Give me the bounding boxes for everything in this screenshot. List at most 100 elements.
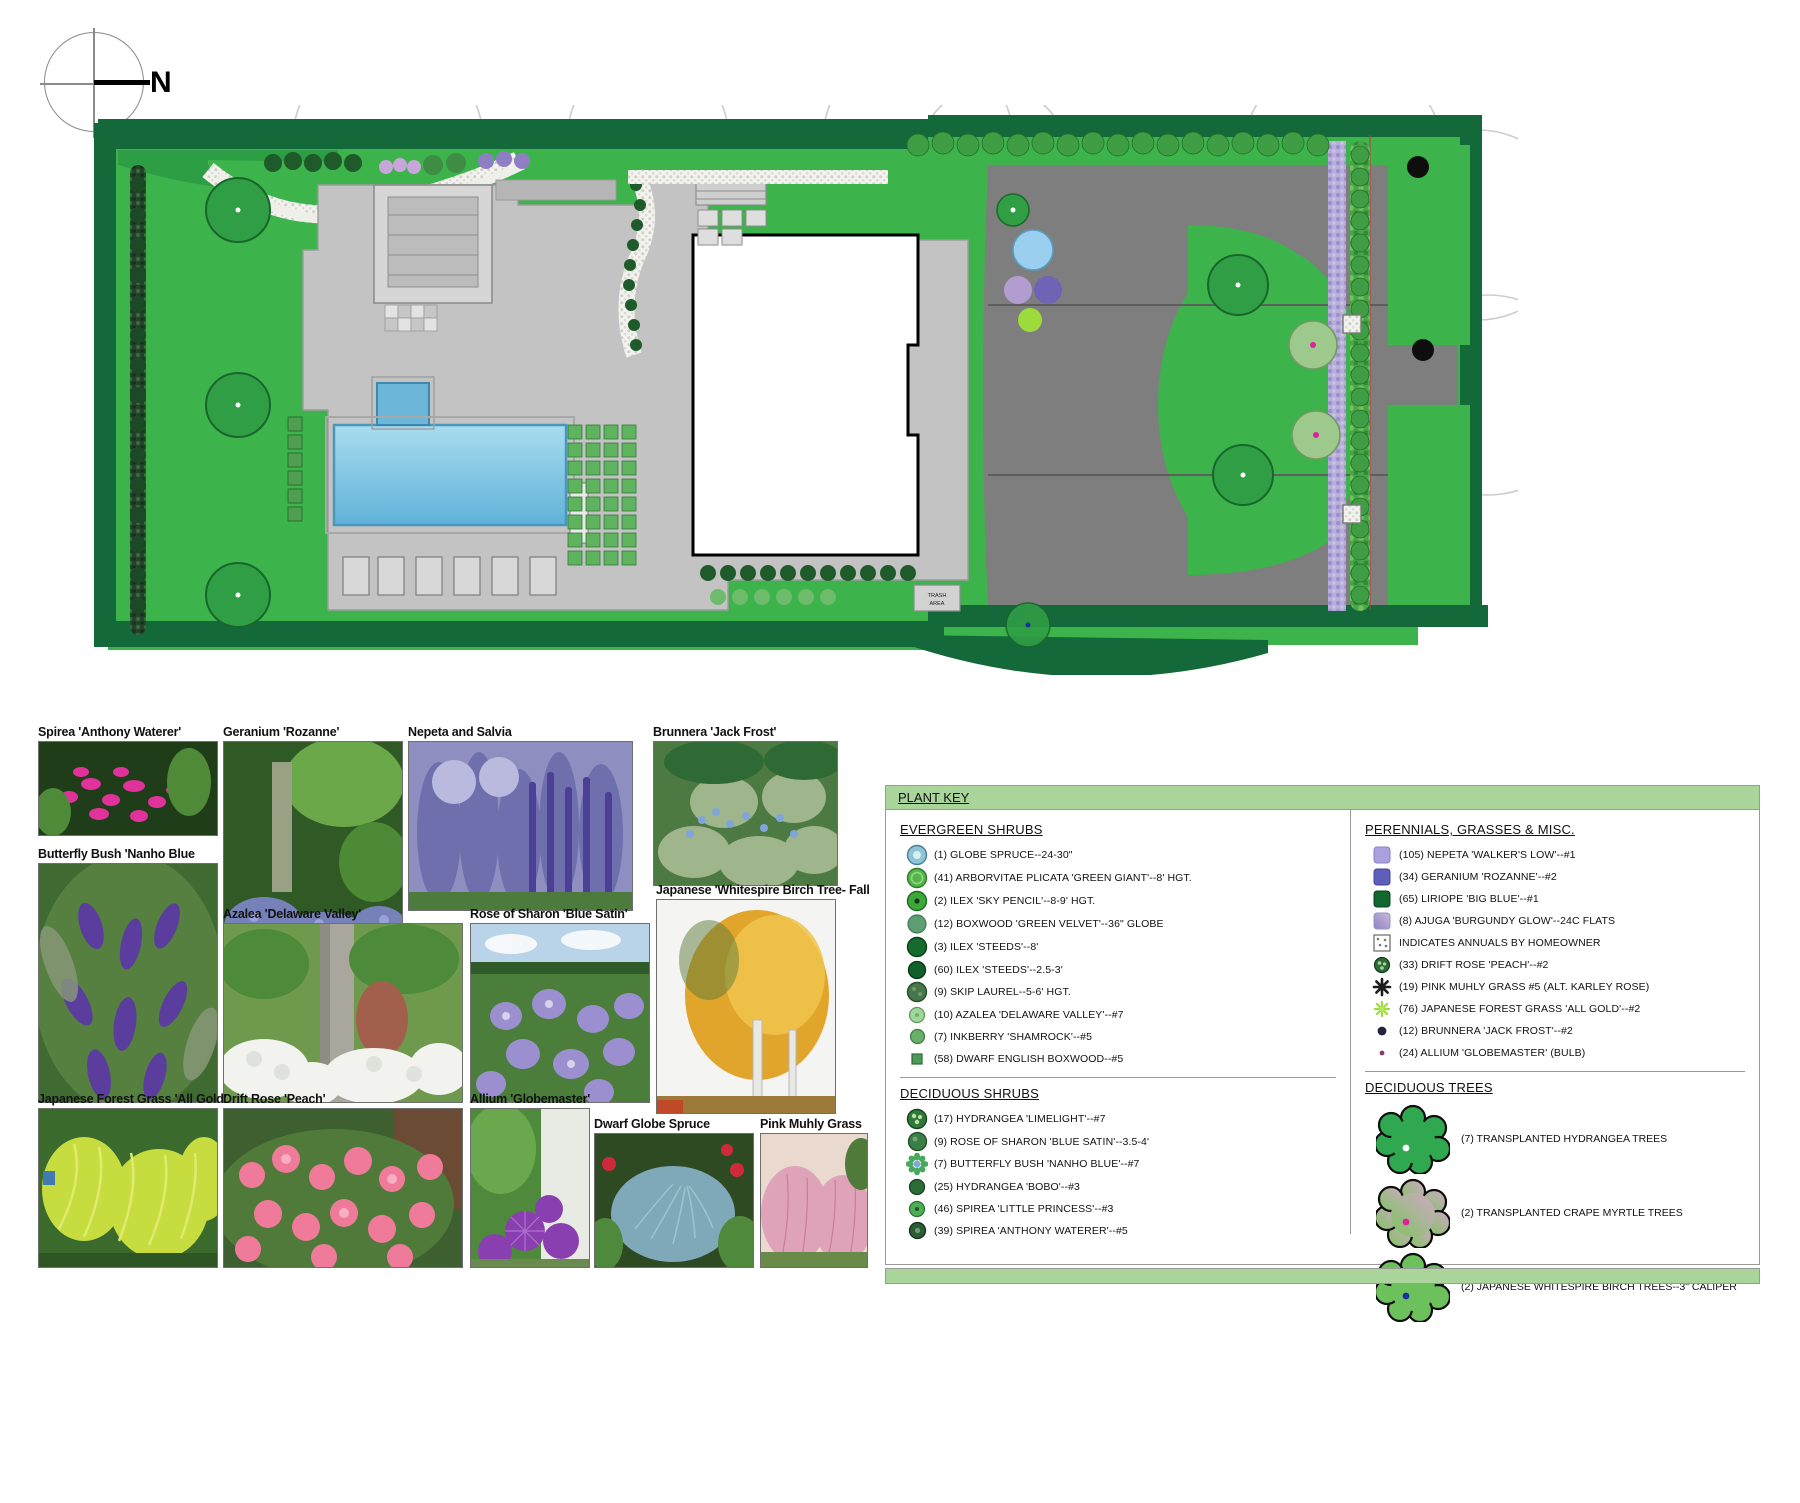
- boxwood-symbol-icon: [900, 913, 934, 935]
- key-item-label: (105) NEPETA 'WALKER'S LOW'--#1: [1399, 848, 1576, 861]
- photo-caption: Pink Muhly Grass: [760, 1117, 862, 1131]
- hydrangea-limelight-symbol-icon: [900, 1108, 934, 1130]
- site-plan-drawing: TRASH AREA: [94, 105, 1518, 675]
- key-item-skip-laurel: (9) SKIP LAUREL--5-6' HGT.: [900, 981, 1350, 1003]
- photo-card-whitespire-birch: Japanese 'Whitespire Birch Tree- Fall: [656, 883, 870, 1114]
- crape-myrtle-symbol-icon: [1365, 1178, 1461, 1248]
- key-item-label: (58) DWARF ENGLISH BOXWOOD--#5: [934, 1052, 1124, 1065]
- photo-caption: Japanese Forest Grass 'All Gold': [38, 1092, 227, 1106]
- photo-caption: Allium 'Globemaster': [470, 1092, 591, 1106]
- rose-of-sharon-symbol-icon: [900, 1131, 934, 1152]
- key-item-rose-of-sharon: (9) ROSE OF SHARON 'BLUE SATIN'--3.5-4': [900, 1131, 1350, 1152]
- key-item-label: (10) AZALEA 'DELAWARE VALLEY'--#7: [934, 1008, 1124, 1021]
- key-item-label: (33) DRIFT ROSE 'PEACH'--#2: [1399, 958, 1549, 971]
- brunnera-symbol-icon: [1365, 1025, 1399, 1037]
- photo-image-globe-spruce: [594, 1133, 754, 1268]
- photo-caption: Dwarf Globe Spruce: [594, 1117, 710, 1131]
- photo-caption: Butterfly Bush 'Nanho Blue: [38, 847, 195, 861]
- key-item-label: (8) AJUGA 'BURGUNDY GLOW'--24C FLATS: [1399, 914, 1616, 927]
- photo-card-pink-muhly-grass: Pink Muhly Grass: [760, 1117, 868, 1268]
- section-divider: [900, 1077, 1336, 1078]
- skip-laurel-symbol-icon: [900, 981, 934, 1003]
- key-item-geranium-rozanne: (34) GERANIUM 'ROZANNE'--#2: [1365, 866, 1759, 887]
- key-item-label: (17) HYDRANGEA 'LIMELIGHT'--#7: [934, 1113, 1106, 1125]
- plant-key-right-column: PERENNIALS, GRASSES & MISC. (105) NEPETA…: [1351, 810, 1759, 1322]
- spirea-anthony-symbol-icon: [900, 1221, 934, 1240]
- photo-card-azalea-delaware-valley: Azalea 'Delaware Valley': [223, 907, 463, 1103]
- key-item-label: (1) GLOBE SPRUCE--24-30": [934, 849, 1073, 861]
- inkberry-symbol-icon: [900, 1028, 934, 1045]
- key-item-hydrangea-bobo: (25) HYDRANGEA 'BOBO'--#3: [900, 1176, 1350, 1197]
- key-item-azalea-delaware-valley: (10) AZALEA 'DELAWARE VALLEY'--#7: [900, 1004, 1350, 1025]
- key-item-label: (19) PINK MUHLY GRASS #5 (ALT. KARLEY RO…: [1399, 980, 1650, 993]
- compass-needle-icon: [94, 80, 150, 85]
- geranium-symbol-icon: [1365, 868, 1399, 886]
- key-item-arborvitae: (41) ARBORVITAE PLICATA 'GREEN GIANT'--8…: [900, 867, 1350, 889]
- azalea-symbol-icon: [900, 1006, 934, 1024]
- photo-card-allium-globemaster: Allium 'Globemaster': [470, 1092, 590, 1268]
- photo-caption: Drift Rose 'Peach': [223, 1092, 326, 1106]
- key-item-label: (9) ROSE OF SHARON 'BLUE SATIN'--3.5-4': [934, 1135, 1150, 1148]
- globe-spruce-symbol-icon: [900, 844, 934, 866]
- photo-card-spirea-anthony-waterer: Spirea 'Anthony Waterer': [38, 725, 218, 836]
- key-item-label: (2) ILEX 'SKY PENCIL'--8-9' HGT.: [934, 895, 1096, 907]
- key-item-hydrangea-limelight: (17) HYDRANGEA 'LIMELIGHT'--#7: [900, 1108, 1350, 1130]
- key-item-label: (25) HYDRANGEA 'BOBO'--#3: [934, 1180, 1080, 1193]
- key-item-brunnera-jack-frost: (12) BRUNNERA 'JACK FROST'--#2: [1365, 1020, 1759, 1041]
- key-item-inkberry-shamrock: (7) INKBERRY 'SHAMROCK'--#5: [900, 1026, 1350, 1047]
- photo-card-dwarf-globe-spruce: Dwarf Globe Spruce: [594, 1117, 754, 1268]
- section-heading-deciduous-shrubs: DECIDUOUS SHRUBS: [900, 1086, 1039, 1101]
- allium-symbol-icon: [1365, 1048, 1399, 1058]
- key-item-ilex-steeds-small: (60) ILEX 'STEEDS'--2.5-3': [900, 959, 1350, 980]
- key-item-label: (7) INKBERRY 'SHAMROCK'--#5: [934, 1030, 1093, 1043]
- key-item-drift-rose-peach: (33) DRIFT ROSE 'PEACH'--#2: [1365, 954, 1759, 975]
- plant-key-footer-bar: [885, 1268, 1760, 1284]
- photo-caption: Nepeta and Salvia: [408, 725, 512, 739]
- key-item-pink-muhly-grass: (19) PINK MUHLY GRASS #5 (ALT. KARLEY RO…: [1365, 976, 1759, 997]
- ajuga-symbol-icon: [1365, 912, 1399, 930]
- section-divider: [1365, 1071, 1745, 1072]
- key-item-label: (2) TRANSPLANTED CRAPE MYRTLE TREES: [1461, 1207, 1683, 1219]
- photo-image-birch: [656, 899, 836, 1114]
- photo-image-azalea: [223, 923, 463, 1103]
- key-item-annuals-by-homeowner: INDICATES ANNUALS BY HOMEOWNER: [1365, 932, 1759, 953]
- key-item-label: (41) ARBORVITAE PLICATA 'GREEN GIANT'--8…: [934, 872, 1192, 884]
- photo-card-drift-rose-peach: Drift Rose 'Peach': [223, 1092, 463, 1268]
- ilex-steeds-symbol-icon: [900, 936, 934, 958]
- photo-caption: Azalea 'Delaware Valley': [223, 907, 362, 921]
- key-item-label: (7) BUTTERFLY BUSH 'NANHO BLUE'--#7: [934, 1158, 1140, 1170]
- photo-caption: Rose of Sharon 'Blue Satin': [470, 907, 628, 921]
- photo-image-rose-of-sharon: [470, 923, 650, 1103]
- photo-caption: Brunnera 'Jack Frost': [653, 725, 777, 739]
- key-item-boxwood-green-velvet: (12) BOXWOOD 'GREEN VELVET'--36" GLOBE: [900, 913, 1350, 935]
- dwarf-boxwood-symbol-icon: [900, 1052, 934, 1065]
- photo-image-spirea: [38, 741, 218, 836]
- key-item-liriope-big-blue: (65) LIRIOPE 'BIG BLUE'--#1: [1365, 888, 1759, 909]
- forest-grass-symbol-icon: [1365, 1000, 1399, 1018]
- landscape-site-plan: TRASH AREA: [88, 105, 1518, 675]
- photo-image-butterfly-bush: [38, 863, 218, 1103]
- key-item-ilex-steeds-large: (3) ILEX 'STEEDS'--8': [900, 936, 1350, 958]
- whitespire-birch-symbol-icon: [1365, 1252, 1461, 1322]
- key-item-transplanted-hydrangea-trees: (7) TRANSPLANTED HYDRANGEA TREES: [1365, 1102, 1759, 1176]
- key-item-label: (24) ALLIUM 'GLOBEMASTER' (BULB): [1399, 1046, 1586, 1059]
- photo-card-japanese-forest-grass: Japanese Forest Grass 'All Gold': [38, 1092, 227, 1268]
- key-item-spirea-little-princess: (46) SPIREA 'LITTLE PRINCESS'--#3: [900, 1198, 1350, 1219]
- photo-card-brunnera-jack-frost: Brunnera 'Jack Frost': [653, 725, 838, 886]
- ilex-sky-pencil-symbol-icon: [900, 890, 934, 912]
- key-item-spirea-anthony-waterer: (39) SPIREA 'ANTHONY WATERER'--#5: [900, 1220, 1350, 1241]
- photo-card-rose-of-sharon: Rose of Sharon 'Blue Satin': [470, 907, 650, 1103]
- nepeta-symbol-icon: [1365, 846, 1399, 864]
- key-item-label: (39) SPIREA 'ANTHONY WATERER'--#5: [934, 1224, 1128, 1237]
- key-item-japanese-forest-grass: (76) JAPANESE FOREST GRASS 'ALL GOLD'--#…: [1365, 998, 1759, 1019]
- key-item-japanese-whitespire-birch-trees: (2) JAPANESE WHITESPIRE BIRCH TREES--3" …: [1365, 1250, 1759, 1324]
- photo-card-nepeta-salvia: Nepeta and Salvia: [408, 725, 633, 911]
- photo-card-butterfly-bush: Butterfly Bush 'Nanho Blue: [38, 847, 218, 1103]
- butterfly-bush-symbol-icon: [900, 1153, 934, 1175]
- plant-key-title: PLANT KEY: [898, 790, 970, 805]
- key-item-label: (12) BOXWOOD 'GREEN VELVET'--36" GLOBE: [934, 918, 1164, 930]
- arborvitae-symbol-icon: [900, 867, 934, 889]
- plant-photo-gallery: Spirea 'Anthony Waterer' Geranium 'Rozan…: [38, 725, 870, 1268]
- photo-caption: Japanese 'Whitespire Birch Tree- Fall: [656, 883, 870, 897]
- key-item-dwarf-english-boxwood: (58) DWARF ENGLISH BOXWOOD--#5: [900, 1048, 1350, 1069]
